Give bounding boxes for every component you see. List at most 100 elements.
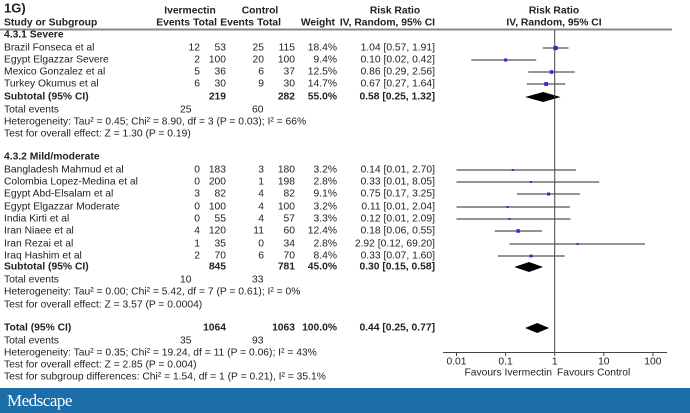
study-row-weight: 3.3%	[314, 214, 337, 225]
x-tick-label: 100	[644, 357, 661, 368]
total-events-ivermectin: 35	[180, 336, 192, 347]
forest-plot: 1G) Ivermectin Control Risk Ratio Risk R…	[0, 0, 672, 383]
study-row-ev1: 0	[194, 202, 200, 213]
heterogeneity-text: Heterogeneity: Tau² = 0.45; Chi² = 8.90,…	[4, 117, 306, 128]
total-events-control: 60	[252, 105, 264, 116]
total-events-label: Total events	[4, 105, 59, 116]
study-row-label: Bangladesh Mahmud et al	[4, 165, 124, 176]
point-estimate-marker	[508, 218, 511, 220]
study-row-weight: 14.7%	[308, 79, 337, 90]
study-row-ev2: 0	[258, 239, 264, 250]
study-row-weight: 9.1%	[314, 189, 337, 200]
total-events-ivermectin: 10	[180, 275, 192, 286]
study-row-tot2: 70	[284, 251, 296, 262]
study-row-tot1: 55	[215, 214, 227, 225]
study-row-tot1: 120	[209, 226, 226, 237]
study-row-label: Iran Rezai et al	[4, 239, 73, 250]
study-row-tot2: 37	[284, 67, 296, 78]
total-events-control: 33	[252, 275, 264, 286]
study-row-ev1: 0	[194, 214, 200, 225]
study-row-tot2: 30	[284, 79, 296, 90]
heterogeneity-text: Heterogeneity: Tau² = 0.35; Chi² = 19.24…	[4, 348, 317, 359]
subtotal-row-weight: 55.0%	[308, 92, 337, 103]
heterogeneity-text: Heterogeneity: Tau² = 0.00; Chi² = 5.42,…	[4, 287, 300, 298]
header-risk-ratio-plot: Risk Ratio	[529, 6, 579, 17]
study-row-ci: 0.86 [0.29, 2.56]	[361, 67, 436, 78]
study-row-tot1: 35	[215, 239, 227, 250]
study-row-ci: 1.04 [0.57, 1.91]	[361, 43, 436, 54]
study-row-tot1: 183	[209, 165, 226, 176]
study-row-tot1: 200	[209, 177, 226, 188]
x-tick-label: 1	[552, 357, 558, 368]
x-tick-label: 0.1	[498, 357, 513, 368]
point-estimate-marker	[544, 82, 549, 86]
study-row-ev1: 1	[194, 239, 200, 250]
study-row-ev1: 4	[194, 226, 200, 237]
study-row-label: Iraq Hashim et al	[4, 251, 82, 262]
total-row-tot1: 1064	[203, 323, 226, 334]
study-row-tot2: 57	[284, 214, 296, 225]
study-row-tot2: 198	[278, 177, 295, 188]
study-row-ev1: 3	[194, 189, 200, 200]
study-row-ev2: 6	[258, 67, 264, 78]
study-row-label: Colombia Lopez-Medina et al	[4, 177, 138, 188]
study-row-label: Iran Niaee et al	[4, 226, 74, 237]
study-row-ev2: 4	[258, 189, 264, 200]
study-row-ev2: 4	[258, 214, 264, 225]
study-row-ev2: 6	[258, 251, 264, 262]
medscape-banner: Medscape	[0, 388, 690, 413]
header-weight: Weight	[301, 18, 336, 29]
study-row-ev1: 6	[194, 79, 200, 90]
study-row-ev2: 1	[258, 177, 264, 188]
header-events-1: Events	[156, 18, 190, 29]
header-method: IV, Random, 95% CI	[340, 18, 435, 29]
subtotal-row-tot2: 282	[278, 92, 295, 103]
subtotal-row-label: Subtotal (95% CI)	[4, 92, 89, 103]
overall-effect-text: Test for overall effect: Z = 2.85 (P = 0…	[4, 360, 197, 371]
study-row-label: Mexico Gonzalez et al	[4, 67, 105, 78]
study-row-label: India Kirti et al	[4, 214, 69, 225]
header-method-plot: IV, Random, 95% CI	[506, 18, 601, 29]
study-row-tot2: 82	[284, 189, 296, 200]
study-row-label: Turkey Okumus et al	[4, 79, 99, 90]
total-row-ci: 0.44 [0.25, 0.77]	[359, 323, 435, 334]
medscape-logo[interactable]: Medscape	[7, 391, 72, 410]
point-estimate-marker	[504, 58, 508, 62]
study-row-tot2: 115	[279, 43, 296, 54]
study-row-tot1: 100	[209, 202, 226, 213]
header-ivermectin: Ivermectin	[164, 6, 216, 17]
study-row-tot1: 100	[209, 55, 226, 66]
study-row-ev1: 2	[194, 55, 200, 66]
study-row-ci: 0.18 [0.06, 0.55]	[361, 226, 436, 237]
study-row-label: Egypt Elgazzar Moderate	[4, 202, 120, 213]
study-row-tot2: 100	[278, 55, 295, 66]
study-row-ev2: 25	[253, 43, 265, 54]
overall-effect-text: Test for overall effect: Z = 1.30 (P = 0…	[4, 129, 191, 140]
favours-control-label: Favours Control	[557, 368, 630, 379]
header-risk-ratio: Risk Ratio	[370, 6, 420, 17]
study-row-weight: 18.4%	[308, 43, 337, 54]
study-row-tot1: 82	[215, 189, 227, 200]
subtotal-row-ci: 0.30 [0.15, 0.58]	[359, 262, 435, 273]
figure-title: 1G)	[4, 0, 26, 15]
x-tick-label: 0.01	[446, 357, 466, 368]
study-row-ev1: 5	[194, 67, 200, 78]
header-events-2: Events	[220, 18, 254, 29]
point-estimate-marker	[529, 254, 533, 258]
study-row-tot2: 180	[278, 165, 295, 176]
study-row-tot2: 60	[284, 226, 296, 237]
study-row-ci: 0.11 [0.01, 2.04]	[361, 202, 435, 213]
point-estimate-marker	[516, 229, 520, 233]
subtotal-row-ci: 0.58 [0.25, 1.32]	[359, 92, 435, 103]
study-row-ci: 0.33 [0.07, 1.60]	[361, 251, 436, 262]
study-row-weight: 9.4%	[314, 55, 337, 66]
subtotal-row-tot1: 219	[209, 92, 226, 103]
subtotal-row-weight: 45.0%	[308, 262, 337, 273]
subtotal-diamond	[514, 262, 544, 272]
subgroup-heading: 4.3.2 Mild/moderate	[4, 152, 100, 163]
header-total-2: Total	[257, 18, 281, 29]
study-row-weight: 2.8%	[314, 239, 337, 250]
study-row-weight: 8.4%	[314, 251, 337, 262]
header-control: Control	[242, 6, 279, 17]
subgroup-differences-text: Test for subgroup differences: Chi² = 1.…	[4, 372, 326, 383]
